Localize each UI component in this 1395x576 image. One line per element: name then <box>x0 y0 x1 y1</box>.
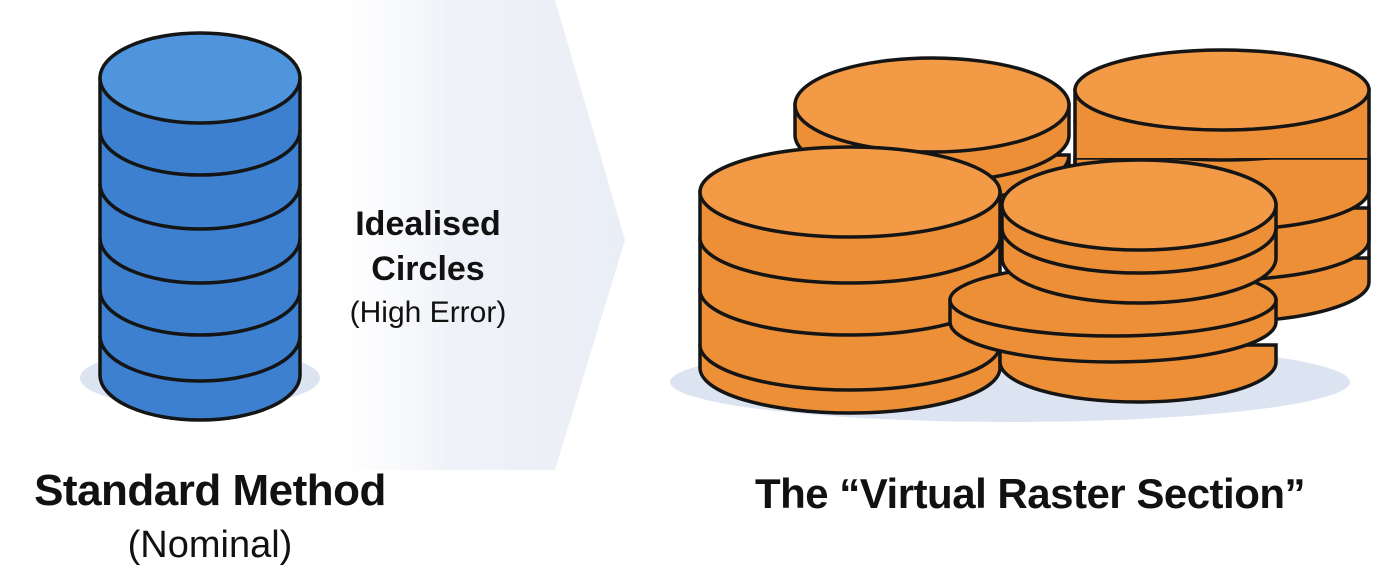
layer-line-5 <box>98 335 302 383</box>
oval-stack-front-right <box>948 158 1278 404</box>
layer-line-3 <box>98 237 302 285</box>
idealised-label: Idealised <box>355 205 501 243</box>
standard-method-title: Standard Method <box>34 466 386 515</box>
cylinder-top <box>98 31 302 125</box>
high-error-label: (High Error) <box>349 296 507 329</box>
background-arrow <box>300 0 625 470</box>
standard-method-subtitle: (Nominal) <box>127 524 293 566</box>
layer-line-2 <box>98 183 302 231</box>
layer-line-1 <box>98 129 302 177</box>
virtual-raster-section-title: The “Virtual Raster Section” <box>754 470 1306 517</box>
virtual-raster-stacks <box>670 48 1371 422</box>
layer-line-4 <box>98 289 302 337</box>
cylinder-body <box>98 76 302 422</box>
oval-stack-front-left <box>698 145 1002 415</box>
circles-label: Circles <box>371 250 485 288</box>
nominal-circles-stack <box>80 31 320 422</box>
